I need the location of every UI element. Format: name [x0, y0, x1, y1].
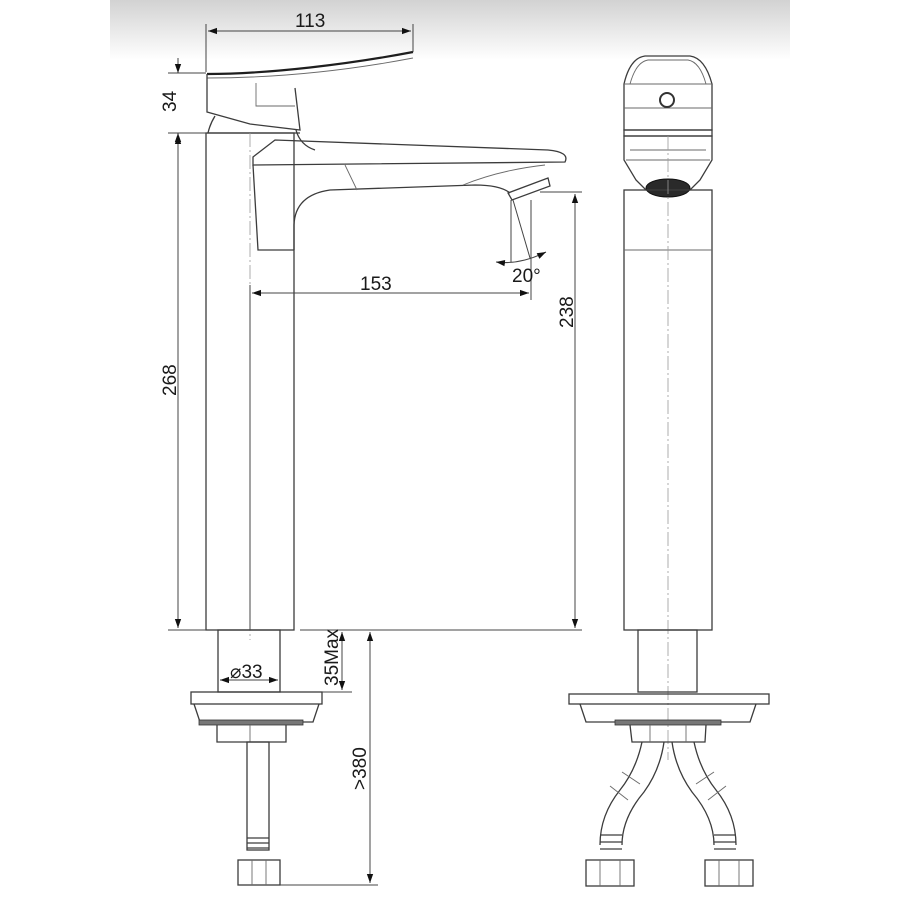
- hose-nut-right: [704, 859, 754, 887]
- dim-min-height: >380: [350, 747, 371, 790]
- side-view: 20° ⌀33: [190, 50, 567, 886]
- dim-spout-reach: 153: [360, 274, 392, 295]
- header-gradient: [110, 0, 790, 60]
- spout: [252, 139, 567, 166]
- handle-lever: [206, 50, 414, 76]
- dim-shank-diameter: ⌀33: [230, 662, 263, 683]
- front-view: [568, 55, 770, 887]
- dim-spout-height: 238: [557, 296, 578, 328]
- hose-right: [693, 741, 737, 846]
- dim-body-height: 268: [160, 364, 181, 396]
- dim-spout-angle: 20°: [512, 266, 541, 287]
- dim-max-deck: 35Max: [322, 628, 343, 686]
- indicator-ring-icon: [659, 92, 675, 108]
- dim-handle-length: 113: [295, 11, 325, 32]
- hose-left: [599, 741, 643, 846]
- dim-handle-height: 34: [160, 90, 181, 112]
- hose-nut-left: [585, 859, 635, 887]
- dimension-lines: 113 34 268 153 238 35Max >380: [160, 11, 582, 886]
